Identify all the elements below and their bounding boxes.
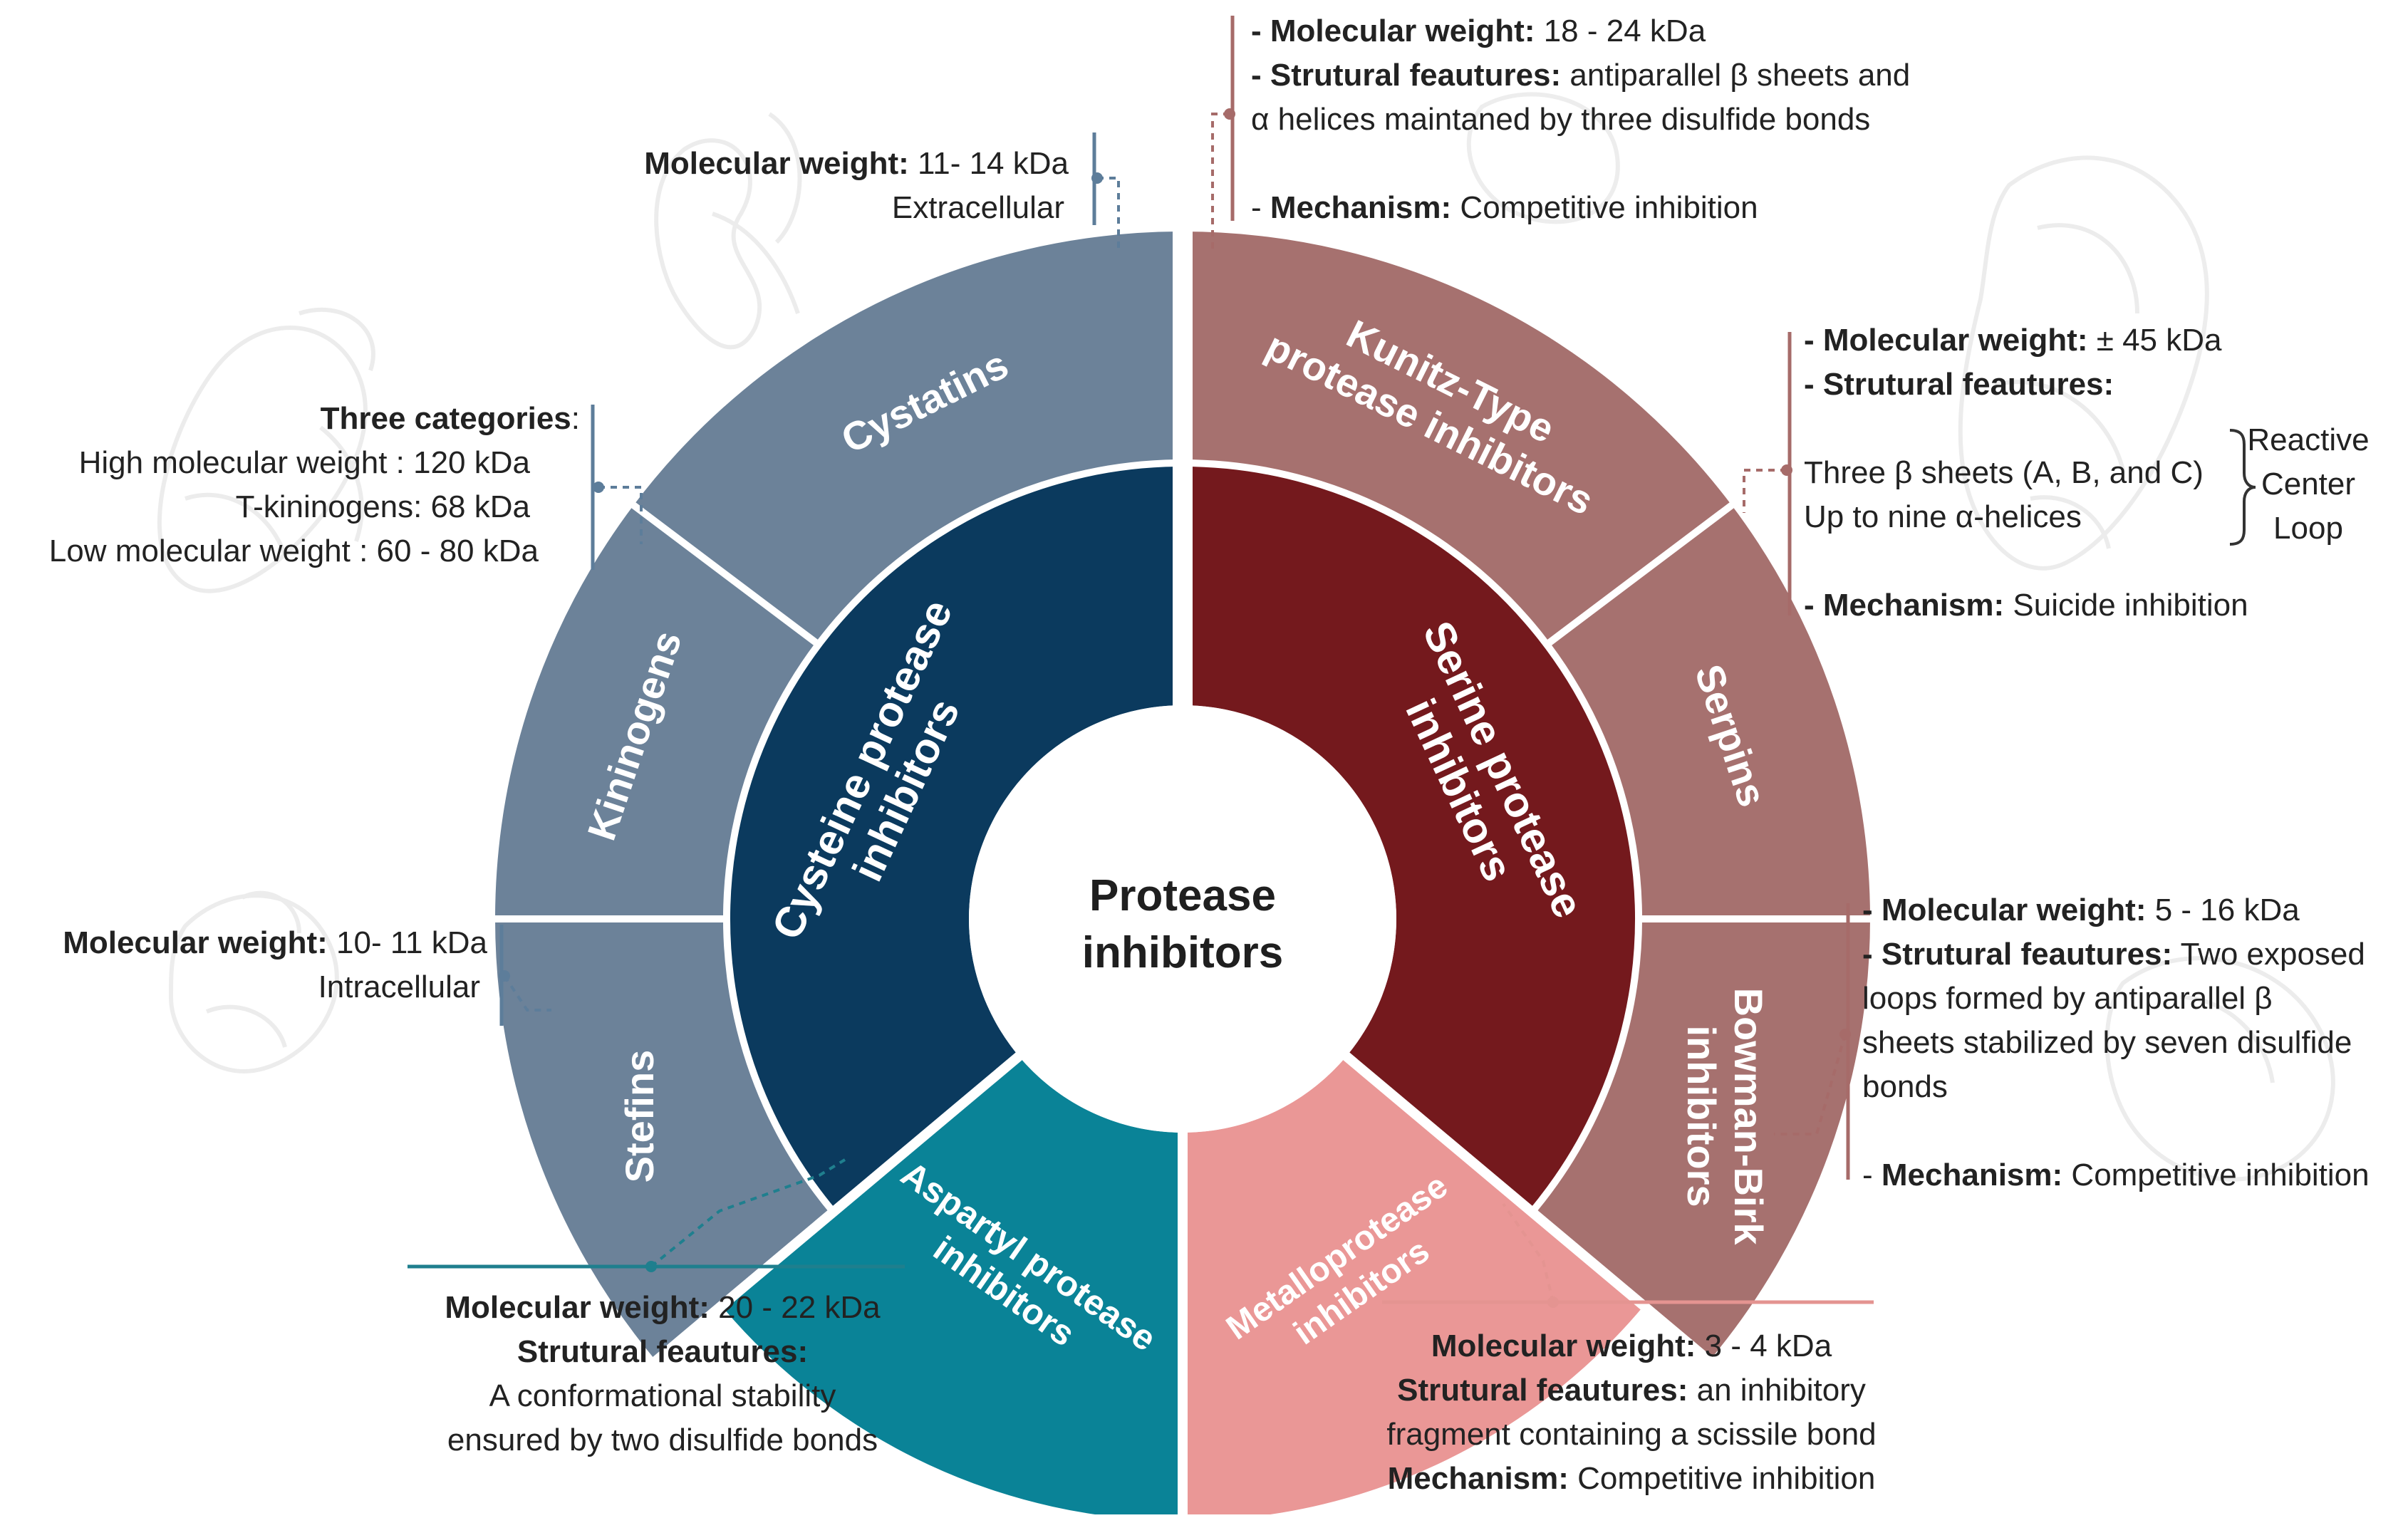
aspartyl-mw-line: Molecular weight: 20 - 22 kDa bbox=[445, 1290, 881, 1325]
kunitz-annotation: - Molecular weight: 18 - 24 kDa - Strutu… bbox=[1251, 14, 1910, 225]
cysteine-inner-sector bbox=[727, 463, 1183, 1212]
cysteine-lower-divider bbox=[650, 1050, 1025, 1367]
metallo-mw-line: Molecular weight: 3 - 4 kDa bbox=[1431, 1329, 1832, 1363]
serpins-alpha-helices: Up to nine α-helices bbox=[1804, 499, 2082, 534]
serine-lower-divider bbox=[1340, 1050, 1716, 1367]
kunitz-connector bbox=[1211, 113, 1230, 251]
center-circle bbox=[969, 705, 1396, 1133]
bowman-structure-line: - Strutural feautures: Two exposed bbox=[1862, 937, 2365, 972]
stefins-sector bbox=[495, 919, 834, 1361]
serpins-annotation: - Molecular weight: ± 45 kDa - Strutural… bbox=[1804, 323, 2370, 623]
bowman-birk-label: Bowman-Birk inhibitors bbox=[1679, 988, 1771, 1246]
sector-layer bbox=[495, 232, 1870, 1518]
kininogens-categories-heading: Three categories: bbox=[321, 401, 580, 436]
aspartyl-connector-dot bbox=[645, 1261, 657, 1272]
stefins-connector bbox=[503, 974, 551, 1012]
center-title-line2: inhibitors bbox=[1082, 928, 1283, 977]
center-title-line1: Protease bbox=[1089, 871, 1276, 920]
connector-layer bbox=[408, 16, 1874, 1308]
aspartyl-structure-line3: A conformational stability bbox=[489, 1378, 836, 1413]
kunitz-sector bbox=[1183, 232, 1732, 645]
serine-inner-sector bbox=[1183, 463, 1639, 1212]
bowman-birk-sector bbox=[1532, 919, 1870, 1361]
kininogens-connector bbox=[598, 486, 643, 544]
stefins-connector-dot bbox=[499, 970, 510, 982]
bowman-structure-line4: bonds bbox=[1862, 1069, 1948, 1104]
kininogens-annotation: Three categories: High molecular weight … bbox=[49, 401, 580, 568]
kunitz-structure-line2: α helices maintaned by three disulfide b… bbox=[1251, 102, 1870, 137]
cystatins-mw-line: Molecular weight: 11- 14 kDa bbox=[644, 146, 1069, 181]
stefins-annotation: Molecular weight: 10- 11 kDa Intracellul… bbox=[63, 925, 487, 1004]
bowman-mechanism-line: - Mechanism: Competitive inhibition bbox=[1862, 1158, 2370, 1192]
metallo-structure-line: Strutural feautures: an inhibitory bbox=[1397, 1373, 1866, 1408]
bowman-mw-line: - Molecular weight: 5 - 16 kDa bbox=[1862, 893, 2300, 927]
kunitz-connector-dot bbox=[1224, 108, 1235, 120]
bowman-connector-dot bbox=[1839, 1029, 1851, 1040]
stefins-location: Intracellular bbox=[318, 969, 480, 1004]
bowman-label-line2: inhibitors bbox=[1679, 1025, 1724, 1207]
serpins-rcl-line2: Center bbox=[2261, 467, 2355, 501]
kininogens-connector-dot bbox=[593, 482, 604, 493]
metallo-connector-dot bbox=[1547, 1296, 1559, 1308]
serpins-connector-dot bbox=[1781, 464, 1792, 476]
serpins-mechanism-line: - Mechanism: Suicide inhibition bbox=[1804, 588, 2248, 623]
bowman-structure-line2: loops formed by antiparallel β bbox=[1862, 981, 2273, 1016]
kininogens-lmw: Low molecular weight : 60 - 80 kDa bbox=[49, 534, 539, 568]
kunitz-structure-image bbox=[1466, 92, 1620, 224]
cystatins-kininogens-divider bbox=[628, 500, 821, 648]
stefins-label-text: Stefins bbox=[617, 1050, 662, 1183]
rcl-brace bbox=[2229, 429, 2256, 546]
aspartyl-structure-line4: ensured by two disulfide bonds bbox=[447, 1423, 878, 1457]
metallo-structure-line3: fragment containing a scissile bond bbox=[1386, 1417, 1876, 1452]
cystatins-location: Extracellular bbox=[892, 190, 1064, 225]
aspartyl-structure-heading: Strutural feautures: bbox=[517, 1334, 808, 1369]
kunitz-structure-line: - Strutural feautures: antiparallel β sh… bbox=[1251, 58, 1910, 93]
aspartyl-connector bbox=[650, 1158, 846, 1268]
cystatins-sector bbox=[633, 232, 1183, 645]
cystatin-structure-image bbox=[654, 112, 802, 350]
serpins-structure-heading: - Strutural feautures: bbox=[1804, 367, 2114, 402]
metallo-sector bbox=[1183, 1056, 1644, 1518]
metallo-annotation: Molecular weight: 3 - 4 kDa Strutural fe… bbox=[1386, 1329, 1876, 1496]
bowman-birk-structure-image bbox=[2105, 956, 2335, 1182]
kunitz-mw-line: - Molecular weight: 18 - 24 kDa bbox=[1251, 14, 1706, 48]
serpins-beta-sheets: Three β sheets (A, B, and C) bbox=[1804, 455, 2204, 490]
divider-layer bbox=[492, 228, 1874, 1518]
bowman-birk-annotation: - Molecular weight: 5 - 16 kDa - Strutur… bbox=[1862, 893, 2370, 1192]
serpins-connector bbox=[1743, 469, 1787, 513]
serpins-mw-line: - Molecular weight: ± 45 kDa bbox=[1804, 323, 2222, 358]
stefins-mw-line: Molecular weight: 10- 11 kDa bbox=[63, 925, 487, 960]
cystatins-connector-dot bbox=[1091, 172, 1103, 184]
kunitz-serpins-divider bbox=[1545, 500, 1737, 648]
ring-divider bbox=[723, 459, 1642, 1215]
metallo-mechanism-line: Mechanism: Competitive inhibition bbox=[1388, 1461, 1876, 1496]
kininogens-hmw: High molecular weight : 120 kDa bbox=[79, 445, 531, 480]
bowman-label-line1: Bowman-Birk bbox=[1726, 988, 1771, 1246]
kunitz-mechanism-line: - Mechanism: Competitive inhibition bbox=[1251, 190, 1758, 225]
serpins-rcl-line1: Reactive bbox=[2247, 422, 2369, 457]
cystatins-annotation: Molecular weight: 11- 14 kDa Extracellul… bbox=[644, 146, 1069, 225]
serpins-rcl-line3: Loop bbox=[2273, 511, 2343, 546]
kininogens-t-kininogens: T-kininogens: 68 kDa bbox=[236, 489, 531, 524]
serpin-structure-image bbox=[1958, 155, 2209, 571]
aspartyl-sector bbox=[721, 1056, 1183, 1518]
metallo-connector bbox=[1502, 1202, 1555, 1303]
protein-structure-images bbox=[157, 92, 2335, 1182]
aspartyl-annotation: Molecular weight: 20 - 22 kDa Strutural … bbox=[445, 1290, 881, 1457]
bowman-structure-line3: sheets stabilized by seven disulfide bbox=[1862, 1025, 2352, 1060]
stefins-label: Stefins bbox=[617, 1050, 662, 1183]
kininogen-structure-image bbox=[157, 307, 375, 593]
stefin-structure-image bbox=[168, 890, 339, 1073]
